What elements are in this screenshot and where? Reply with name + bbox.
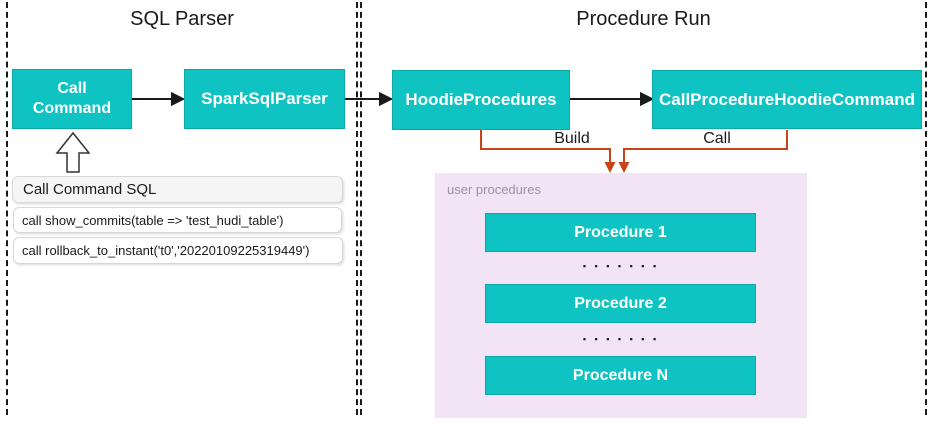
ellipsis-dots: ▪ ▪ ▪ ▪ ▪ ▪ ▪ [582, 334, 660, 344]
sql-parser-section-title: SQL Parser [130, 8, 234, 30]
node-procedure-n: Procedure N [485, 356, 756, 395]
node-procedure-1: Procedure 1 [485, 213, 756, 252]
user-procedures-label: user procedures [447, 182, 541, 197]
sql-examples-header: Call Command SQL [12, 176, 343, 203]
node-hoodieprocedures: HoodieProcedures [392, 70, 570, 130]
edge-label-call: Call [703, 130, 731, 147]
edge-label-build: Build [554, 130, 590, 147]
user-procedures-container: user procedures Procedure 1 ▪ ▪ ▪ ▪ ▪ ▪ … [435, 173, 807, 418]
sql-statement: call rollback_to_instant('t0','202201092… [13, 237, 343, 264]
node-callprocedurehoodiecommand: CallProcedureHoodieCommand [652, 70, 922, 129]
sql-parser-section: SQL Parser [6, 2, 358, 415]
procedure-run-section: Procedure Run [360, 2, 927, 415]
sql-statement: call show_commits(table => 'test_hudi_ta… [13, 207, 342, 233]
procedure-run-section-title: Procedure Run [576, 8, 711, 30]
node-call-command: Call Command [12, 69, 132, 129]
ellipsis-dots: ▪ ▪ ▪ ▪ ▪ ▪ ▪ [582, 261, 660, 271]
node-sparksqlparser: SparkSqlParser [184, 69, 345, 129]
node-procedure-2: Procedure 2 [485, 284, 756, 323]
